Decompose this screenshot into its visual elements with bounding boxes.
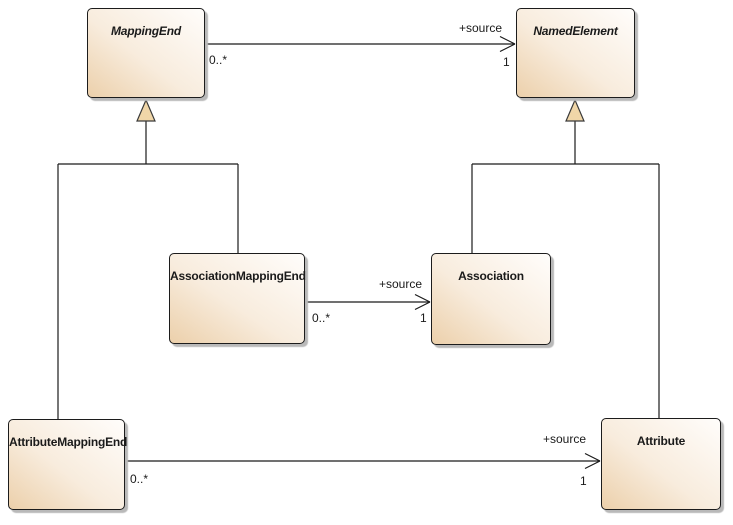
association-line-mappingend-namedelement[interactable] — [206, 35, 516, 53]
class-name-label: Association — [458, 269, 524, 283]
class-name-label: MappingEnd — [111, 24, 181, 38]
class-box-namedelement[interactable]: NamedElement — [516, 8, 635, 98]
association-line-associationmappingend-association[interactable] — [306, 293, 431, 311]
assoc2-role-label: +source — [379, 277, 423, 291]
class-name-label: AttributeMappingEnd — [9, 435, 128, 449]
generalization-lines-to-mappingend[interactable] — [57, 98, 239, 419]
class-name-label: Attribute — [636, 434, 686, 448]
assoc2-source-multiplicity: 0..* — [312, 311, 331, 325]
open-arrowhead-icon — [584, 452, 601, 470]
class-box-attributemappingend[interactable]: AttributeMappingEnd — [8, 419, 128, 510]
class-box-attribute[interactable]: Attribute — [601, 418, 721, 510]
inheritance-triangle-icon — [136, 98, 156, 122]
assoc3-role-label: +source — [543, 432, 587, 446]
class-box-mappingend[interactable]: MappingEnd — [87, 8, 205, 98]
assoc2-target-multiplicity: 1 — [420, 311, 427, 325]
assoc3-target-multiplicity: 1 — [580, 474, 587, 488]
assoc1-target-multiplicity: 1 — [503, 55, 510, 69]
generalization-line — [57, 121, 239, 419]
generalization-lines-to-namedelement[interactable] — [471, 98, 660, 418]
open-arrowhead-icon — [499, 35, 516, 53]
class-box-associationmappingend[interactable]: AssociationMappingEnd — [169, 253, 306, 344]
class-box-association[interactable]: Association — [431, 253, 551, 345]
class-name-label: AssociationMappingEnd — [170, 269, 306, 283]
generalization-line — [471, 121, 660, 418]
assoc1-role-label: +source — [459, 21, 503, 35]
open-arrowhead-icon — [414, 293, 431, 311]
inheritance-triangle-icon — [565, 98, 585, 122]
association-line-attributemappingend-attribute[interactable] — [126, 452, 601, 470]
assoc3-source-multiplicity: 0..* — [130, 472, 149, 486]
class-name-label: NamedElement — [533, 24, 618, 38]
assoc1-source-multiplicity: 0..* — [209, 53, 228, 67]
